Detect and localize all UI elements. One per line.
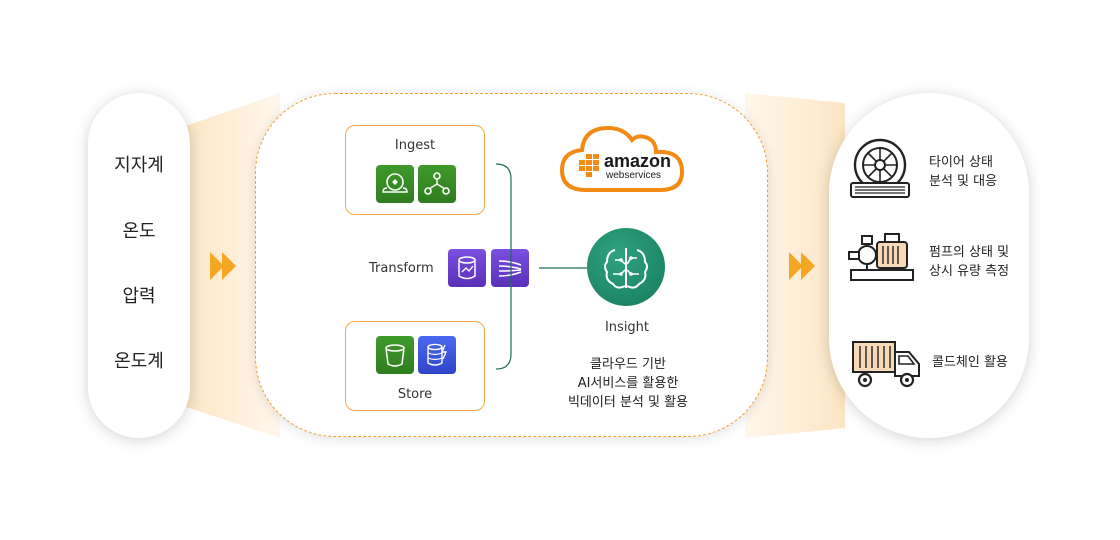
transform-label: Transform	[369, 261, 434, 276]
iot-core-icon	[376, 165, 414, 203]
sensor-item: 압력	[122, 286, 156, 307]
insight-description: 클라우드 기반 AI서비스를 활용한 빅데이터 분석 및 활용	[546, 355, 710, 412]
description-line: 빅데이터 분석 및 활용	[567, 395, 689, 410]
aws-logo-sub: webservices	[605, 170, 661, 181]
timestream-icon	[418, 336, 456, 374]
pump-icon	[848, 233, 914, 281]
aws-logo: amazon webservices	[559, 125, 685, 192]
ingest-label: Ingest	[394, 138, 436, 153]
pipeline-connector	[495, 163, 587, 370]
application-panel: 타이어 상태 분석 및 대응 펌프의 상태 및 상시 유량 측정 콜드체인 활용	[829, 93, 1029, 438]
description-line: 클라우드 기반	[590, 357, 666, 372]
store-label: Store	[397, 387, 433, 402]
s3-bucket-icon	[376, 336, 414, 374]
sagemaker-insight-icon	[587, 228, 665, 306]
sensor-item: 온도	[122, 221, 156, 242]
double-chevron-icon	[789, 252, 815, 280]
aws-logo-brand: amazon	[604, 151, 671, 171]
insight-label: Insight	[604, 320, 650, 335]
sensor-item: 온도계	[114, 351, 164, 372]
ingest-box: Ingest	[345, 125, 485, 215]
description-line: AI서비스를 활용한	[577, 376, 679, 391]
glue-databrew-icon	[448, 249, 486, 287]
double-chevron-icon	[210, 252, 236, 280]
application-label: 타이어 상태 분석 및 대응	[929, 155, 998, 189]
application-label: 콜드체인 활용	[932, 355, 1008, 370]
iot-analytics-icon	[418, 165, 456, 203]
store-box: Store	[345, 321, 485, 411]
application-label: 펌프의 상태 및 상시 유량 측정	[929, 245, 1010, 279]
tire-icon	[850, 138, 910, 198]
sensor-panel: 지자계 온도 압력 온도계	[88, 93, 190, 438]
cloud-pipeline-panel: Ingest Transform	[255, 93, 768, 437]
truck-icon	[852, 341, 920, 388]
sensor-item: 지자계	[114, 155, 164, 176]
